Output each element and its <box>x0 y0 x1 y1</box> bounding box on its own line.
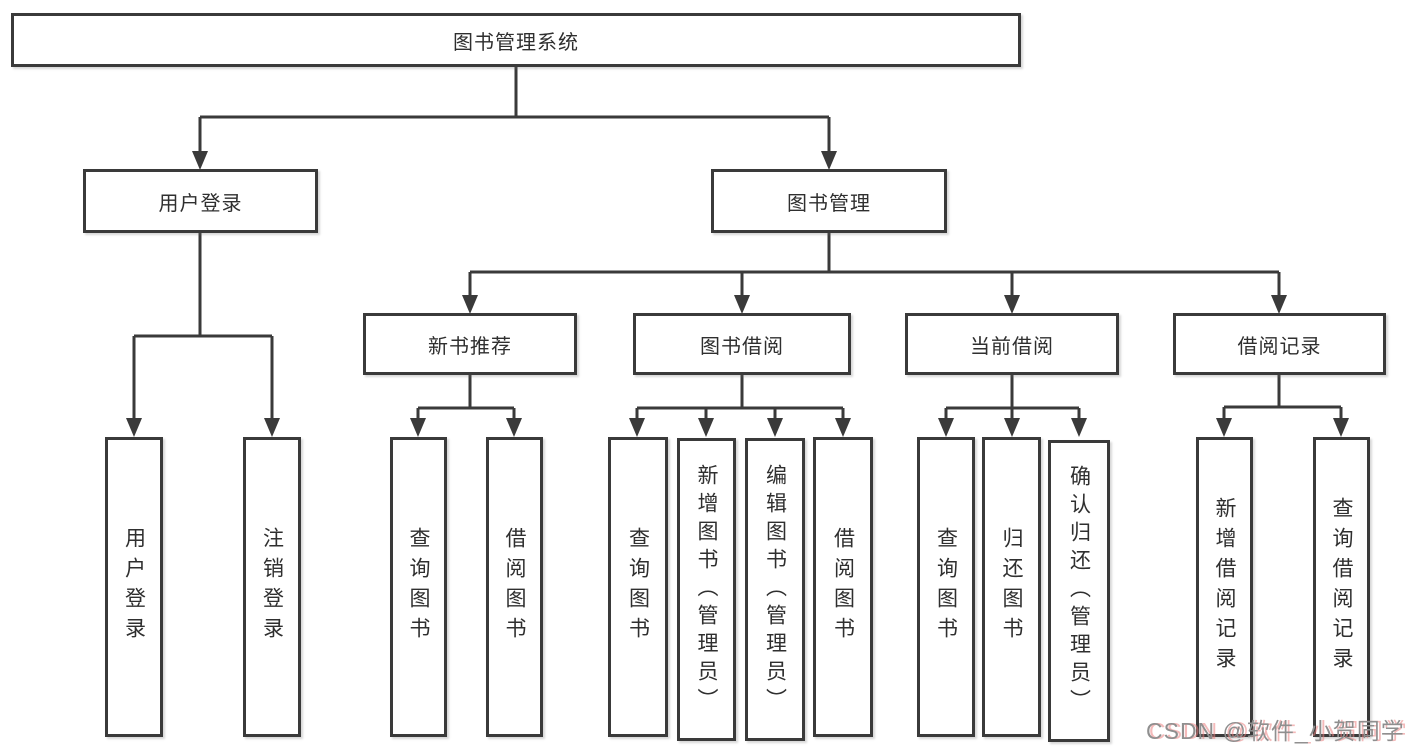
node-leaf-records-query-record: 查询借阅记录 <box>1313 437 1370 737</box>
node-user-login: 用户登录 <box>83 169 318 233</box>
node-new-book-recommend: 新书推荐 <box>363 313 577 375</box>
node-book-borrowing: 图书借阅 <box>633 313 851 375</box>
node-leaf-records-add-record: 新增借阅记录 <box>1196 437 1253 737</box>
node-root: 图书管理系统 <box>11 13 1021 67</box>
node-borrowing-records: 借阅记录 <box>1173 313 1386 375</box>
node-leaf-borrowing-edit-books: 编辑图书（管理员） <box>745 438 805 741</box>
node-leaf-current-return-books: 归还图书 <box>982 437 1041 737</box>
watermark: CSDN @软件_小贺同学 <box>1146 718 1405 744</box>
node-leaf-current-query-books: 查询图书 <box>917 437 975 737</box>
node-current-borrowing: 当前借阅 <box>905 313 1119 375</box>
node-leaf-recommend-borrow-books: 借阅图书 <box>486 437 543 737</box>
node-leaf-user-login: 用户登录 <box>105 437 163 737</box>
node-leaf-logout: 注销登录 <box>243 437 301 737</box>
node-leaf-recommend-query-books: 查询图书 <box>390 437 447 737</box>
node-book-management: 图书管理 <box>711 169 947 233</box>
node-leaf-borrowing-borrow-books: 借阅图书 <box>813 437 873 737</box>
node-leaf-borrowing-query-books: 查询图书 <box>608 437 668 737</box>
node-leaf-borrowing-add-books: 新增图书（管理员） <box>677 438 736 741</box>
node-leaf-current-confirm-return: 确认归还（管理员） <box>1048 440 1110 742</box>
